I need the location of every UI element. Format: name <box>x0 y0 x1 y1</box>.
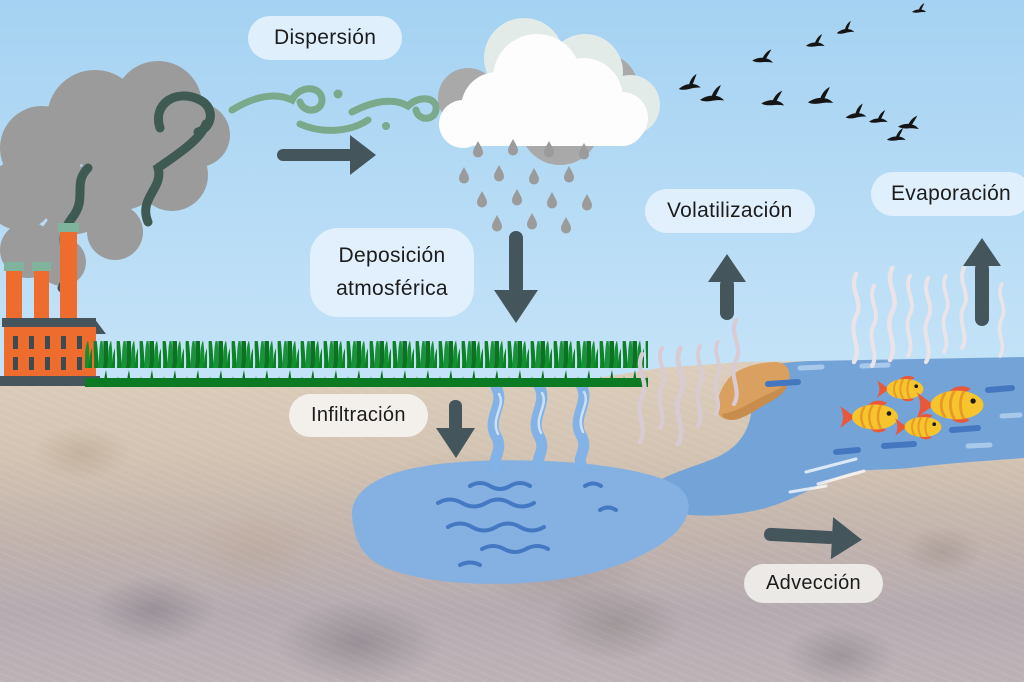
soil-vapor-icon <box>639 320 738 444</box>
label-volatilizacion: Volatilización <box>645 189 815 233</box>
factory-icon <box>0 223 106 386</box>
label-deposicion-atmosferica: Deposición atmosférica <box>310 228 474 318</box>
smoke-plume-icon <box>0 61 230 293</box>
volatilization-arrow-up-icon <box>708 254 746 320</box>
river-icon <box>648 357 1024 516</box>
label-evaporacion: Evaporación <box>871 172 1024 216</box>
grass-strip-icon <box>85 341 648 387</box>
label-dispersion: Dispersión <box>248 16 403 60</box>
wind-swirl-icon <box>228 85 440 134</box>
infiltration-arrow-down-icon <box>436 400 475 458</box>
birds-flock-icon <box>677 3 927 141</box>
infiltration-streams-icon <box>487 379 590 472</box>
rain-cloud-icon <box>438 18 660 165</box>
groundwater-pond-icon <box>351 460 689 584</box>
water-ripples <box>656 362 1023 502</box>
deposition-arrow-down-icon <box>494 231 538 323</box>
evaporation-arrow-up-icon <box>963 238 1001 326</box>
dispersion-arrow-right-icon <box>277 135 376 175</box>
label-adveccion: Advección <box>744 564 883 603</box>
label-infiltracion: Infiltración <box>289 394 428 437</box>
advection-arrow-right-icon <box>764 517 862 560</box>
